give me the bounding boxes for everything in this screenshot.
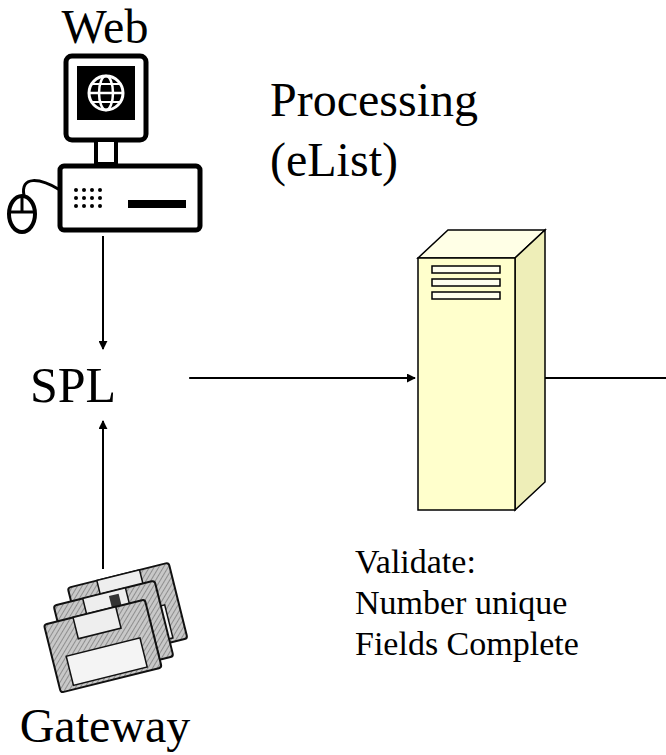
- floppy-disks-icon: [37, 563, 193, 693]
- note-text: Number unique: [355, 583, 567, 623]
- server-tower: [418, 230, 545, 510]
- node-heading: Web: [5, 0, 205, 54]
- node-heading: Processing (eList): [270, 70, 545, 190]
- computer-node: Web: [5, 55, 205, 233]
- gateway-node: Gateway: [45, 572, 200, 692]
- node-label: SPL: [30, 352, 116, 418]
- flow-arrow: [102, 236, 104, 349]
- flow-arrow: [189, 377, 415, 379]
- outgoing-line: [545, 377, 666, 379]
- note-text: Validate:: [355, 542, 476, 582]
- server-node: Processing (eList)Validate:Number unique…: [415, 230, 545, 510]
- note-text: Fields Complete: [355, 624, 579, 664]
- computer-icon: [9, 56, 200, 232]
- flow-arrow: [102, 421, 104, 569]
- process-label-node: SPL: [5, 352, 186, 418]
- node-heading: Gateway: [10, 700, 200, 752]
